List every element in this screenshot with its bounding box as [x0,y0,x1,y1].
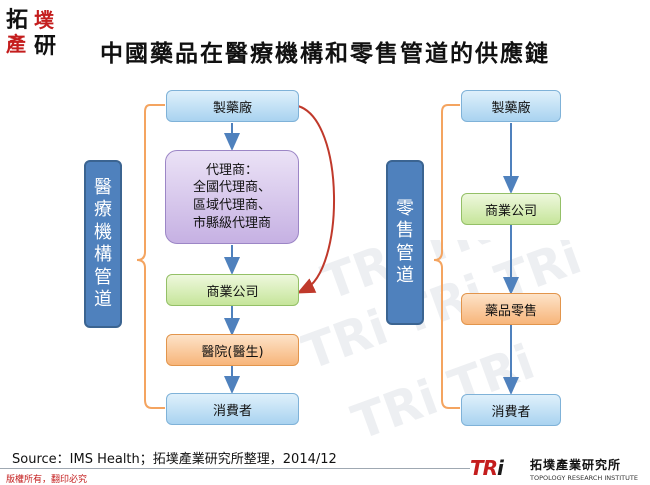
logo-char-3: 產 [6,32,26,56]
side-char: 道 [396,265,414,286]
agent-line-4: 市縣級代理商 [192,215,271,231]
side-char: 醫 [94,176,112,198]
right-bracket [433,104,460,409]
tri-mark-letters: TR [470,456,498,480]
side-label-medical-institutions: 醫 療 機 構 管 道 [84,160,122,328]
logo-char-4: 研 [34,33,57,59]
agent-line-2: 全國代理商、 [192,180,271,196]
footer-logo-en: TOPOLOGY RESEARCH INSTITUTE [530,474,638,482]
left-bracket [136,104,165,409]
side-char: 售 [396,220,414,241]
side-label-retail-channel: 零 售 管 道 [386,160,424,325]
node-left-commercial: 商業公司 [166,274,299,306]
node-left-consumer: 消費者 [166,393,299,425]
footer-logo-cn: 拓墣產業研究所 [530,458,622,472]
side-char: 機 [94,221,112,243]
node-agent: 代理商： 全國代理商、 區域代理商、 市縣級代理商 [165,150,299,244]
page-title: 中國藥品在醫療機構和零售管道的供應鏈 [100,40,550,67]
tri-mark: TRi [470,456,504,480]
side-char: 構 [94,244,112,265]
node-right-consumer: 消費者 [461,394,561,426]
node-left-manufacturer: 製藥廠 [166,90,299,122]
logo-char-1: 拓 [6,7,29,33]
node-right-manufacturer: 製藥廠 [461,90,561,122]
side-char: 零 [396,197,414,219]
side-char: 道 [94,289,112,310]
footer-logo: TRi 拓墣產業研究所 TOPOLOGY RESEARCH INSTITUTE [470,456,645,484]
side-char: 療 [94,199,112,220]
source-note: Source：IMS Health；拓墣產業研究所整理，2014/12 [12,452,337,467]
tri-mark-i: i [497,456,504,480]
copyright-note: 版權所有，翻印必究 [6,475,88,485]
agent-line-3: 區域代理商、 [192,198,271,213]
node-retail: 藥品零售 [461,293,561,325]
brand-logo: 拓 墣 產 研 [4,2,64,59]
logo-char-2: 墣 [34,8,54,32]
side-char: 管 [396,242,414,264]
node-right-commercial: 商業公司 [461,193,561,225]
node-hospital: 醫院(醫生) [166,334,299,366]
agent-line-1: 代理商： [205,162,258,178]
side-char: 管 [94,266,112,288]
footer-divider [0,468,470,469]
arrow-manufacturer-commercial-curve [296,105,335,294]
